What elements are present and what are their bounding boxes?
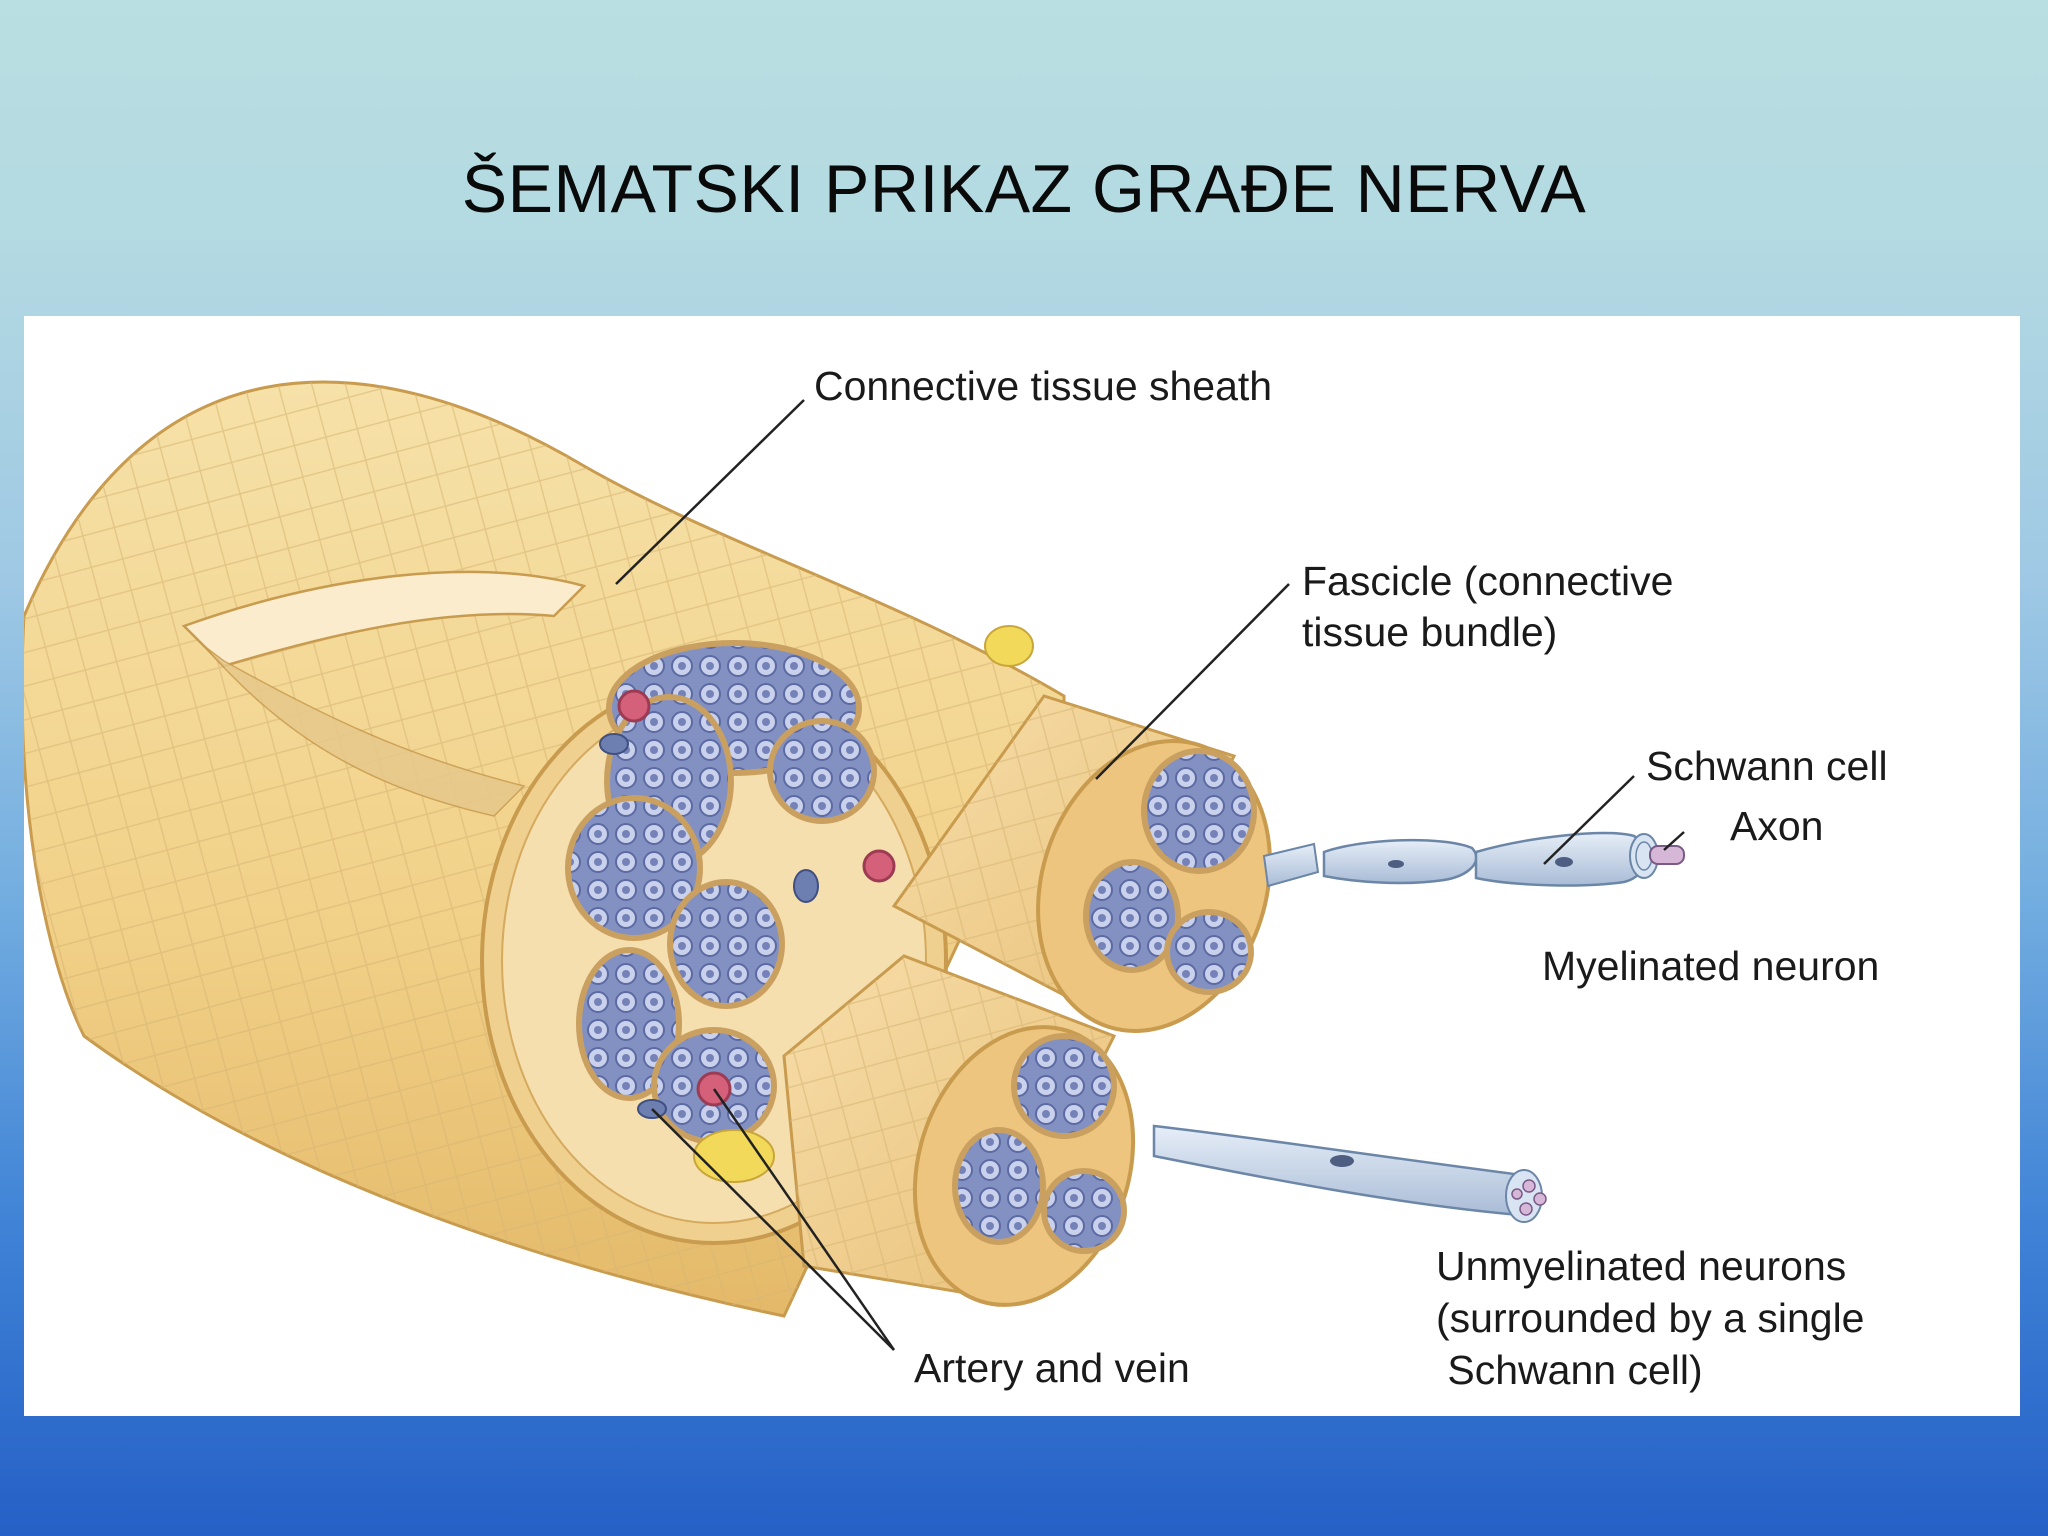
label-myelinated-neuron: Myelinated neuron [1542,943,1879,989]
leader-line-artery [712,1088,896,1351]
leader-line-sheath [615,399,805,585]
label-schwann-cell: Schwann cell [1646,743,1888,789]
label-axon: Axon [1730,803,1823,849]
label-unmyelinated-line2: (surrounded by a single [1436,1295,1864,1341]
leader-line-axon [1663,831,1685,851]
slide-title: ŠEMATSKI PRIKAZ GRAĐE NERVA [461,151,1587,227]
label-fascicle-line1: Fascicle (connective [1302,558,1673,604]
leader-line-fascicle [1095,583,1290,780]
fascicle-lower [782,954,1136,1307]
leader-line-schwann [1543,775,1635,865]
label-fascicle-line2: tissue bundle) [1302,609,1557,655]
unmyelinated-neurons [1152,1124,1547,1223]
label-unmyelinated-line3: Schwann cell) [1436,1347,1703,1393]
myelinated-neuron [1262,831,1685,888]
label-unmyelinated-line1: Unmyelinated neurons [1436,1243,1846,1289]
fascicle-upper [891,694,1272,1033]
label-connective-tissue-sheath: Connective tissue sheath [814,363,1272,409]
label-artery-and-vein: Artery and vein [914,1345,1190,1391]
leader-lines [615,399,1685,1351]
leader-line-vein [651,1108,895,1351]
vein [599,733,819,1119]
nerve-diagram: Connective tissue sheath Fascicle (conne… [24,363,1888,1393]
nerve-diagram-panel: Connective tissue sheath Fascicle (conne… [24,316,2020,1416]
